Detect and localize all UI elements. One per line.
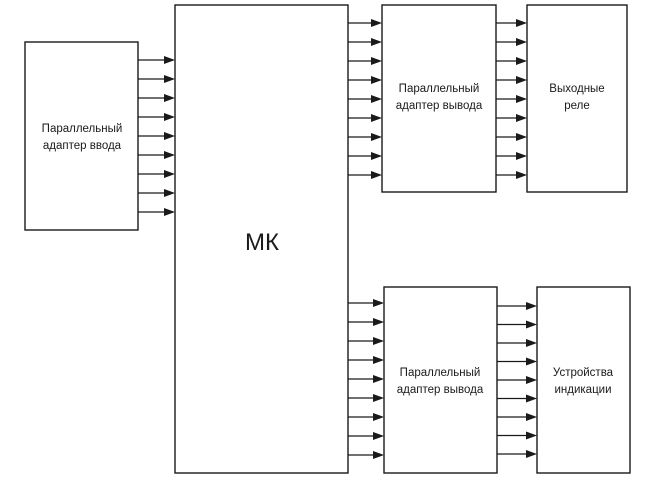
output-adapter-bottom-label-line-2: адаптер вывода	[397, 384, 484, 396]
arrowhead	[526, 357, 537, 366]
arrowhead	[516, 95, 527, 103]
output-adapter-top-label-line-1: Параллельный	[399, 83, 480, 95]
arrowhead	[164, 208, 175, 216]
arrowhead	[373, 299, 384, 307]
arrowhead	[371, 57, 382, 65]
output-adapter-bottom-block: Параллельный адаптер вывода	[383, 286, 498, 474]
arrowhead	[371, 171, 382, 179]
output-relays-block: Выходные реле	[526, 4, 628, 193]
arrowhead	[373, 451, 384, 459]
arrowhead	[526, 320, 537, 329]
arrowhead	[516, 171, 527, 179]
arrowhead	[373, 432, 384, 440]
output-relays-label-line-1: Выходные	[549, 83, 604, 95]
output-relays-label-line-2: реле	[564, 100, 590, 112]
indication-devices-block: Устройства индикации	[536, 286, 631, 474]
arrowhead	[526, 339, 537, 347]
arrowhead	[526, 302, 537, 310]
indication-devices-label-line-2: индикации	[554, 384, 611, 396]
arrowhead	[371, 114, 382, 122]
arrowhead	[371, 95, 382, 103]
arrowhead	[371, 38, 382, 46]
arrowhead	[164, 189, 175, 197]
mk-label: МК	[245, 229, 279, 256]
indication-devices-label-line-1: Устройства	[553, 367, 614, 379]
arrowhead	[164, 94, 175, 102]
arrowhead	[526, 431, 537, 440]
output-adapter-top-label-line-2: адаптер вывода	[396, 100, 483, 112]
arrowhead	[526, 376, 537, 384]
arrowhead	[373, 375, 384, 383]
arrowhead	[526, 413, 537, 421]
output-adapter-bottom-label-line-1: Параллельный	[400, 367, 481, 379]
mk-block: МК	[174, 4, 349, 474]
arrowhead	[516, 38, 527, 46]
arrowhead	[373, 318, 384, 326]
arrowhead	[516, 133, 527, 141]
arrowhead	[516, 76, 527, 84]
arrowhead	[373, 413, 384, 421]
input-adapter-block: Параллельный адаптер ввода	[24, 41, 139, 231]
arrowhead	[373, 356, 384, 364]
arrowhead	[371, 19, 382, 27]
input-adapter-label-line-2: адаптер ввода	[43, 140, 122, 152]
arrowhead	[164, 56, 175, 64]
input-adapter-label-line-1: Параллельный	[42, 123, 123, 135]
arrowhead	[516, 57, 527, 65]
arrowhead	[516, 19, 527, 27]
arrowhead	[516, 152, 527, 160]
arrowhead	[164, 132, 175, 140]
arrowhead	[526, 394, 537, 403]
signal-buses	[138, 19, 537, 459]
arrowhead	[371, 76, 382, 84]
output-adapter-top-block: Параллельный адаптер вывода	[381, 4, 497, 193]
arrowhead	[526, 450, 537, 458]
arrowhead	[373, 337, 384, 345]
arrowhead	[371, 152, 382, 160]
arrowhead	[164, 75, 175, 83]
arrowhead	[516, 114, 527, 122]
arrowhead	[164, 151, 175, 159]
arrowhead	[164, 113, 175, 121]
arrowhead	[373, 394, 384, 402]
arrowhead	[371, 133, 382, 141]
arrowhead	[164, 170, 175, 178]
